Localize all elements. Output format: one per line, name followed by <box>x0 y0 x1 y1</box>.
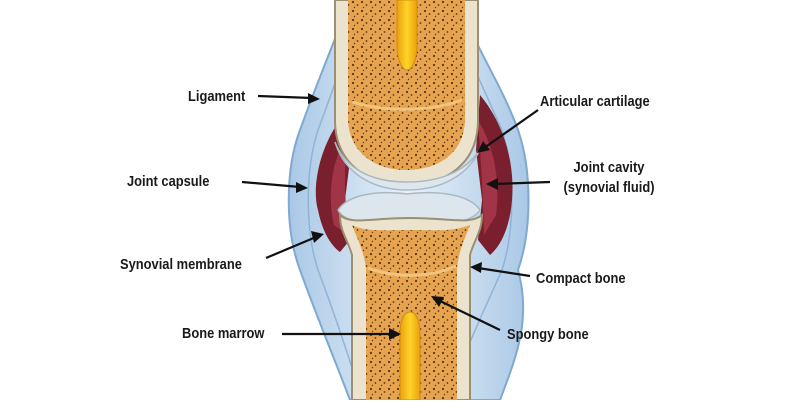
upper-bone-spongy <box>348 0 465 170</box>
arrow-synovial-membrane <box>265 235 317 260</box>
label-bone-marrow: Bone marrow <box>182 325 265 342</box>
arrow-articular-cartilage <box>483 109 539 149</box>
lower-marrow <box>399 311 421 401</box>
label-articular-cartilage: Articular cartilage <box>540 93 650 110</box>
arrowhead-bone-marrow <box>389 328 401 340</box>
label-ligament: Ligament <box>188 88 246 105</box>
arrow-joint-capsule <box>241 180 301 189</box>
arrowhead-synovial-membrane <box>311 231 324 243</box>
arrow-spongy-bone <box>437 299 501 331</box>
label-spongy-bone: Spongy bone <box>507 326 589 343</box>
label-joint-capsule: Joint capsule <box>127 173 210 190</box>
arrowhead-joint-capsule <box>296 182 308 193</box>
leader-arrows <box>241 93 551 340</box>
arrowhead-articular-cartilage <box>477 141 490 153</box>
lower-growth-line <box>367 264 457 277</box>
label-synovial-membrane: Synovial membrane <box>120 256 242 273</box>
arrow-ligament <box>257 94 313 100</box>
arrowhead-compact-bone <box>470 262 482 273</box>
arrow-joint-cavity <box>493 180 551 186</box>
label-synovial-fluid: (synovial fluid) <box>563 179 655 196</box>
arrowhead-spongy-bone <box>431 296 444 307</box>
label-compact-bone: Compact bone <box>536 270 626 287</box>
arrowhead-ligament <box>308 93 320 104</box>
upper-growth-line <box>351 98 463 111</box>
arrow-compact-bone <box>477 266 531 278</box>
label-joint-cavity: Joint cavity <box>573 159 645 176</box>
arrowhead-joint-cavity <box>486 178 498 190</box>
upper-marrow <box>396 0 418 71</box>
